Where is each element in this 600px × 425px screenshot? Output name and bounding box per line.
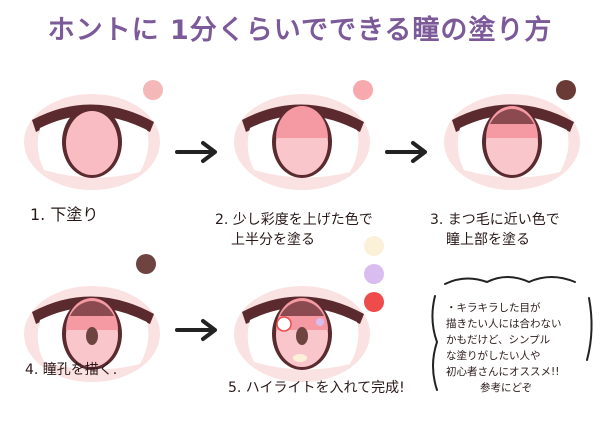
color-swatch-1: [143, 80, 163, 100]
highlight-swatch-cream: [364, 236, 384, 256]
highlight-swatch-lavender: [364, 264, 384, 284]
arrow-icon: [175, 141, 217, 163]
highlight-swatch-red: [364, 292, 384, 312]
eye-step-2: [232, 80, 372, 190]
arrow-icon: [385, 141, 427, 163]
note-line: ・キラキラした目が: [446, 302, 541, 314]
note-line: 参考にどぞ: [480, 382, 533, 394]
eye-step-1: [22, 80, 162, 190]
eye-step-4: [22, 272, 162, 382]
eye-step-3: [442, 80, 582, 190]
note-frame: [431, 276, 593, 391]
step-2-label: 2. 少し彩度を上げた色で 上半分を塗る: [215, 212, 373, 248]
note-line: 初心者さんにオススメ!!: [446, 366, 560, 378]
step-4-label: 4. 瞳孔を描く.: [25, 362, 118, 378]
note-line: かもだけど、シンプル: [446, 334, 551, 346]
note-line: 描きたい人には合わない: [446, 318, 562, 330]
color-swatch-3: [556, 80, 576, 100]
step-1-label: 1. 下塗り: [30, 205, 99, 224]
note-line: な塗りがしたい人や: [446, 350, 541, 362]
color-swatch-2: [353, 80, 373, 100]
color-swatch-4: [136, 254, 156, 274]
eye-step-5: [232, 272, 372, 382]
note-text: ・キラキラした目が 描きたい人には合わない かもだけど、シンプル な塗りがしたい…: [446, 300, 596, 396]
arrow-icon: [175, 319, 217, 341]
step-3-label: 3. まつ毛に近い色で 瞳上部を塗る: [430, 212, 560, 248]
step-5-label: 5. ハイライトを入れて完成!: [228, 380, 405, 396]
page-title: ホントに 1分くらいでできる瞳の塗り方: [47, 15, 553, 46]
